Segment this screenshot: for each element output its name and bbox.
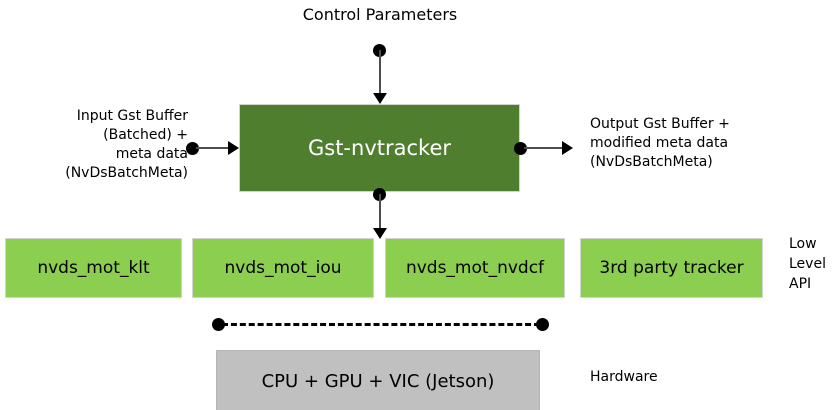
output-buffer-label: Output Gst Buffer + modified meta data (… bbox=[590, 116, 730, 170]
low-level-box-nvds-mot-iou[interactable]: nvds_mot_iou bbox=[192, 238, 374, 298]
gst-nvtracker-block[interactable]: Gst-nvtracker bbox=[239, 104, 520, 192]
output-arrowhead bbox=[562, 141, 573, 155]
low-level-box-third-party-tracker[interactable]: 3rd party tracker bbox=[580, 238, 763, 298]
hardware-link-left-dot bbox=[212, 318, 225, 331]
input-buffer-label: Input Gst Buffer (Batched) + meta data (… bbox=[65, 108, 188, 181]
low-level-box-nvds-mot-nvdcf[interactable]: nvds_mot_nvdcf bbox=[385, 238, 565, 298]
low-level-api-connector-line bbox=[379, 194, 381, 230]
hardware-dashed-line bbox=[222, 323, 540, 326]
input-source-dot bbox=[186, 142, 199, 155]
hardware-side-label: Hardware bbox=[590, 369, 658, 385]
output-connector-line bbox=[524, 147, 564, 149]
low-level-api-arrowhead bbox=[373, 228, 387, 239]
control-parameters-label: Control Parameters bbox=[302, 5, 458, 24]
input-connector-line bbox=[196, 147, 232, 149]
input-arrowhead bbox=[228, 141, 239, 155]
hardware-link-right-dot bbox=[536, 318, 549, 331]
control-parameters-connector-line bbox=[379, 50, 381, 94]
output-source-dot bbox=[514, 142, 527, 155]
low-level-api-side-label: Low Level API bbox=[789, 236, 826, 292]
control-parameters-arrowhead bbox=[373, 93, 387, 104]
low-level-box-nvds-mot-klt[interactable]: nvds_mot_klt bbox=[5, 238, 182, 298]
hardware-block[interactable]: CPU + GPU + VIC (Jetson) bbox=[216, 350, 540, 410]
